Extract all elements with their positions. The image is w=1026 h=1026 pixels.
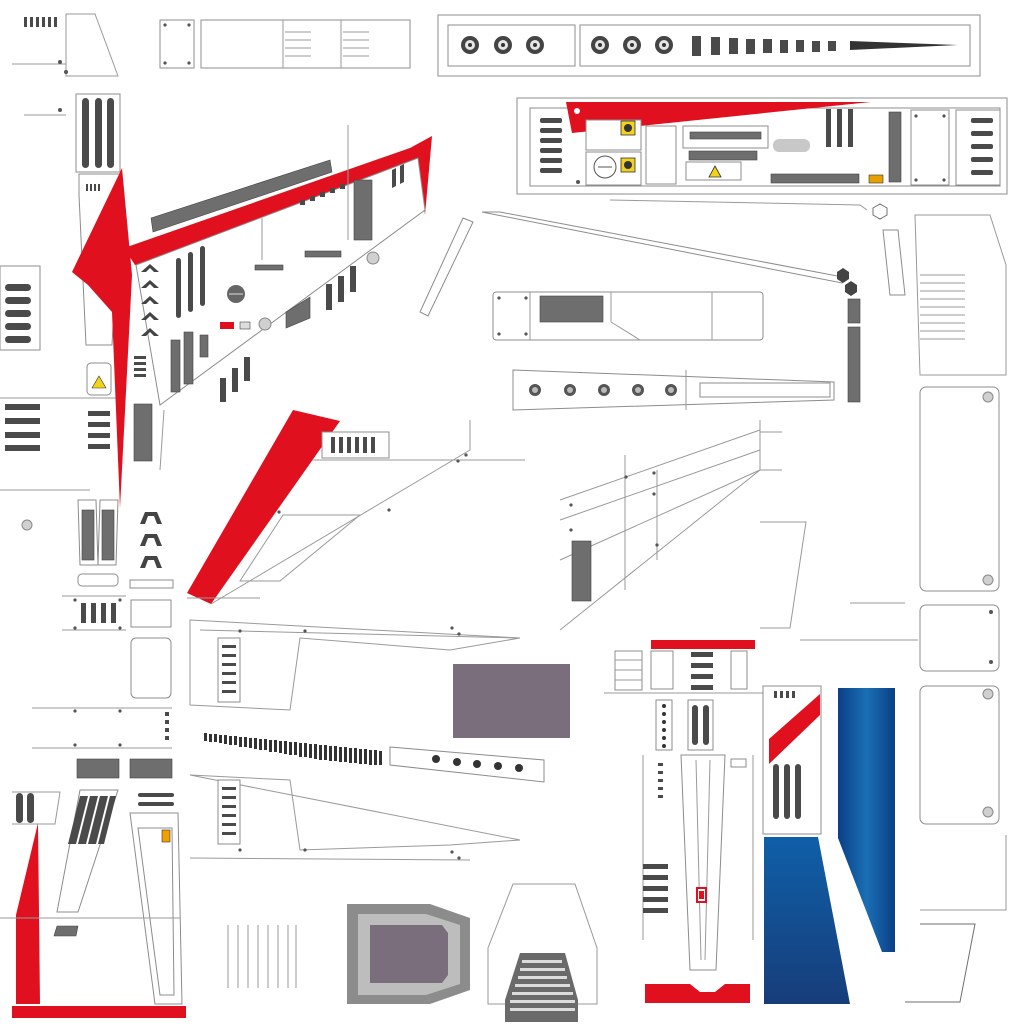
tower-assembly xyxy=(604,640,770,1003)
center-wing-part xyxy=(187,410,525,639)
vent-slots-small xyxy=(24,17,57,27)
serrated-strip xyxy=(204,733,382,765)
main-wing-panel xyxy=(72,125,432,508)
mid-strips xyxy=(419,203,906,411)
top-small-plate xyxy=(159,19,411,69)
top-right-speaker-strip xyxy=(437,14,981,77)
blue-panels xyxy=(762,685,895,1004)
left-side-panels xyxy=(0,93,121,531)
right-control-panel xyxy=(516,97,1008,211)
chevron-stack xyxy=(141,264,159,336)
vent-slot-icon xyxy=(692,36,836,56)
hex-bolt-icon xyxy=(837,268,857,296)
arrow-indicator-icon xyxy=(868,174,884,184)
warning-triangle-icon xyxy=(708,165,722,178)
bottom-center-parts xyxy=(227,883,598,1022)
center-lower-panels xyxy=(189,619,570,861)
top-left-panel-group xyxy=(12,13,119,116)
left-lower-parts xyxy=(0,499,186,1018)
center-right-frame xyxy=(559,420,918,641)
right-edge-panel xyxy=(905,214,1007,1003)
speaker-grille-icon xyxy=(461,36,673,54)
